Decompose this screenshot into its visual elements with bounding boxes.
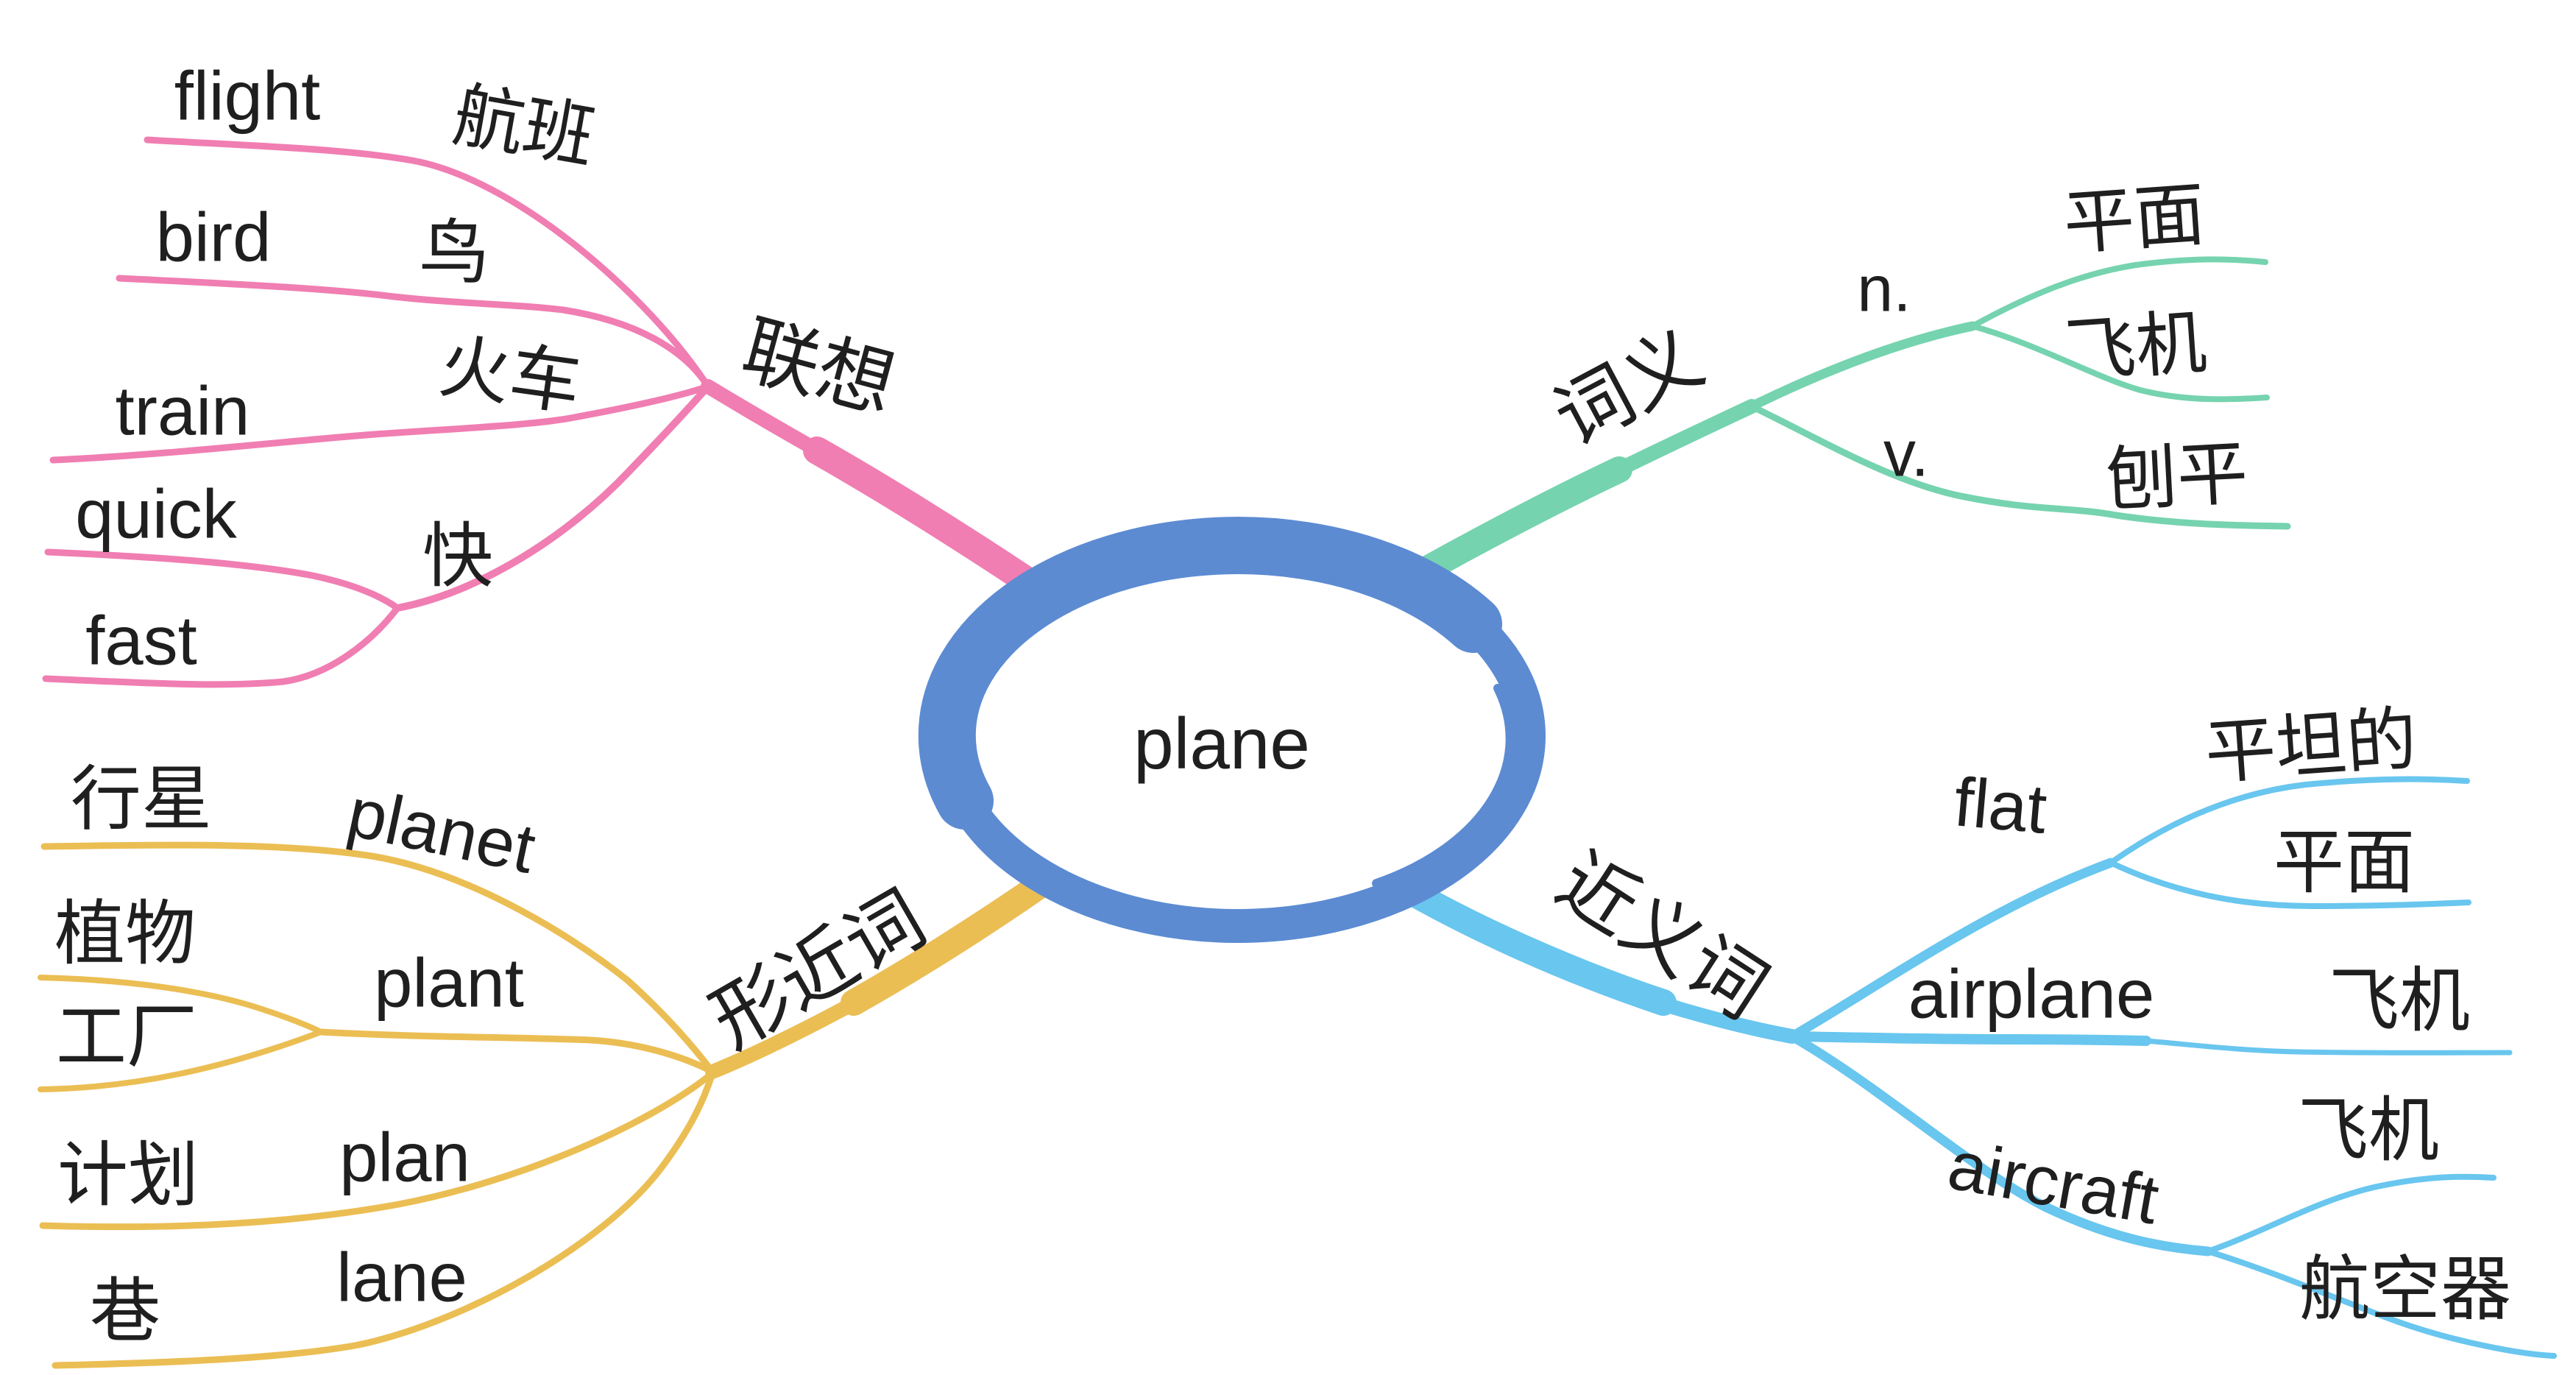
noun-sense1-underline bbox=[1970, 256, 2268, 329]
node-planet[interactable]: planet bbox=[342, 773, 542, 888]
airplane-underline-thick bbox=[1787, 1031, 2151, 1046]
center-word[interactable]: plane bbox=[1133, 703, 1310, 784]
node-zhiwu[interactable]: 植物 bbox=[54, 895, 196, 974]
flat-branch-line bbox=[1787, 858, 2116, 1042]
quick-underline bbox=[44, 548, 401, 612]
noun-sense2-underline bbox=[1970, 323, 2270, 403]
node-niao[interactable]: 鸟 bbox=[419, 214, 489, 293]
verb-sense-underline bbox=[1748, 403, 2291, 530]
node-aircraft[interactable]: aircraft bbox=[1942, 1125, 2164, 1238]
flight-underline bbox=[144, 136, 712, 390]
node-fast[interactable]: fast bbox=[85, 602, 197, 679]
node-n-pingmian[interactable]: 平面 bbox=[2062, 175, 2208, 264]
word-meanings-trunk-thin bbox=[1575, 399, 1759, 495]
node-baoping[interactable]: 刨平 bbox=[2104, 434, 2249, 520]
node-gongchang[interactable]: 工厂 bbox=[56, 998, 197, 1077]
plan-underline bbox=[39, 1070, 716, 1231]
node-kuai[interactable]: 快 bbox=[422, 517, 493, 596]
node-flat[interactable]: flat bbox=[1951, 763, 2050, 848]
node-airplane[interactable]: airplane bbox=[1908, 955, 2154, 1033]
plant-merged-line bbox=[317, 1028, 716, 1075]
node-xiang[interactable]: 巷 bbox=[90, 1273, 160, 1351]
aircraft-sense1-underline bbox=[2205, 1173, 2497, 1254]
similar-form-trunk-thin bbox=[705, 975, 898, 1079]
node-flight[interactable]: flight bbox=[174, 57, 321, 135]
train-underline bbox=[49, 383, 712, 464]
bird-underline bbox=[116, 275, 712, 390]
gongchang-underline bbox=[38, 1029, 324, 1092]
node-xingxing[interactable]: 行星 bbox=[71, 760, 212, 839]
node-jihua[interactable]: 计划 bbox=[57, 1137, 199, 1215]
node-lane[interactable]: lane bbox=[336, 1239, 467, 1316]
node-train[interactable]: train bbox=[116, 372, 250, 450]
node-hangkongqi[interactable]: 航空器 bbox=[2299, 1251, 2511, 1329]
branch-similar-form-lines bbox=[38, 826, 1117, 1369]
flat-sense2-underline bbox=[2108, 860, 2471, 909]
node-hangban[interactable]: 航班 bbox=[447, 76, 601, 178]
node-quick[interactable]: quick bbox=[75, 476, 237, 553]
node-airplane-feiji[interactable]: 飞机 bbox=[2329, 962, 2470, 1041]
zhiwu-underline bbox=[38, 975, 324, 1035]
node-flat-pingmian[interactable]: 平面 bbox=[2274, 824, 2415, 902]
node-plant[interactable]: plant bbox=[374, 944, 524, 1022]
aircraft-sense2-underline bbox=[2205, 1248, 2557, 1359]
center-ellipse-tail-swirl bbox=[1372, 684, 1515, 888]
kuai-merged-line bbox=[394, 383, 712, 612]
association-trunk-thin bbox=[701, 379, 868, 482]
center-node[interactable] bbox=[918, 517, 1546, 943]
fast-underline bbox=[42, 604, 401, 688]
flat-sense1-underline bbox=[2108, 776, 2470, 866]
node-pos-v[interactable]: v. bbox=[1883, 417, 1929, 490]
noun-branch-line bbox=[1747, 321, 1978, 411]
node-plan[interactable]: plan bbox=[339, 1119, 470, 1196]
center-ellipse-brush-arc bbox=[918, 517, 1502, 830]
node-bird[interactable]: bird bbox=[156, 199, 272, 276]
node-pingtande[interactable]: 平坦的 bbox=[2203, 700, 2420, 793]
aircraft-branch-line bbox=[1787, 1031, 2213, 1256]
node-pos-n[interactable]: n. bbox=[1857, 252, 1911, 325]
branch-label-similar-form[interactable]: 形近词 bbox=[698, 876, 939, 1064]
synonyms-trunk-thin bbox=[1619, 985, 1800, 1044]
node-huoche[interactable]: 火车 bbox=[434, 327, 585, 425]
airplane-underline-thin bbox=[2143, 1038, 2513, 1056]
planet-underline bbox=[40, 841, 716, 1075]
node-n-feiji[interactable]: 飞机 bbox=[2063, 303, 2209, 392]
lane-underline bbox=[52, 1070, 716, 1369]
branch-word-meanings-lines bbox=[1334, 256, 2291, 628]
node-aircraft-feiji[interactable]: 飞机 bbox=[2298, 1092, 2439, 1170]
